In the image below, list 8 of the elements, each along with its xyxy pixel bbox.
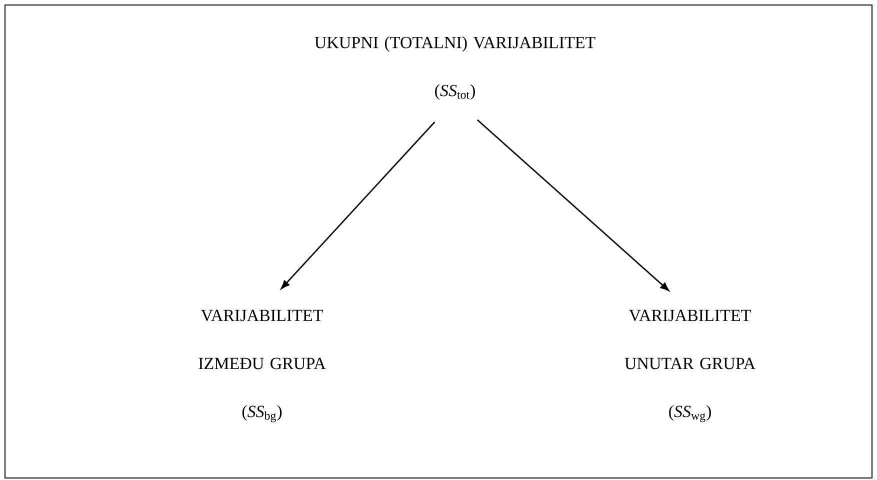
- label-text: UKUPNI (TOTALNI) VARIJABILITET: [314, 36, 596, 52]
- label-text: (SS$_{tot}$): [435, 84, 475, 100]
- arrow: [476, 119, 670, 292]
- label-text: VARIJABILITET UNUTAR GRUPA: [624, 310, 756, 370]
- arrow: [280, 122, 436, 289]
- label-text: (SS$_{wg}$): [669, 405, 711, 422]
- label-text: VARIJABILITET IZMEĐU GRUPA: [198, 310, 326, 370]
- label-text: (SS$_{bg}$): [242, 405, 282, 422]
